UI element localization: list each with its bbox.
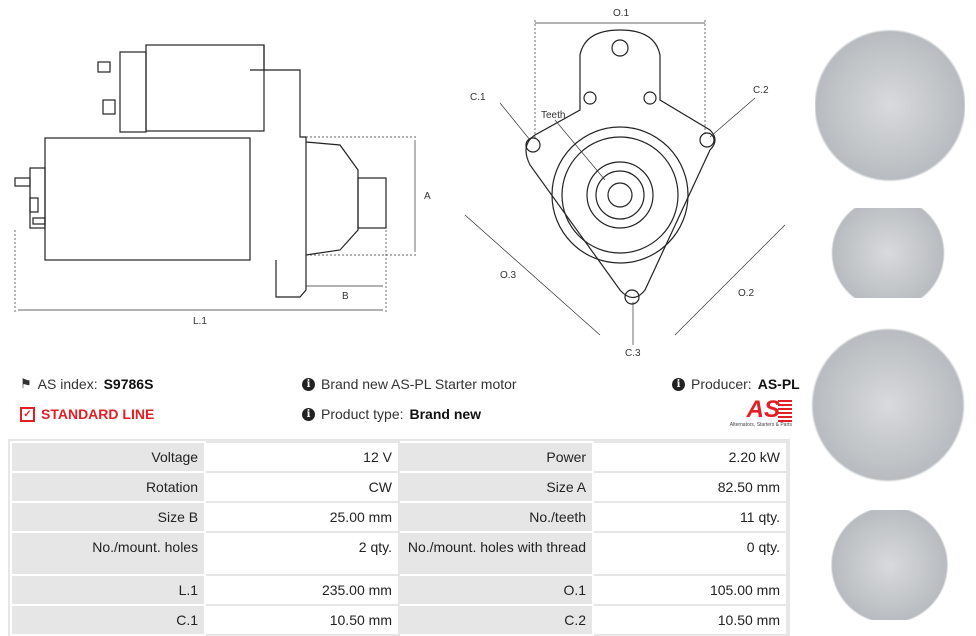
producer-label: Producer: (691, 376, 752, 392)
spec-label: Size B (9, 501, 207, 533)
spec-value: 2 qty. (204, 531, 400, 576)
spec-value: CW (204, 471, 400, 503)
product-photo-rear[interactable] (808, 310, 968, 500)
logo-mark: AS (700, 398, 792, 422)
front-view-diagram: O.1 C.1 C.2 Teeth O.3 O.2 C.3 (464, 8, 786, 359)
spec-label: No./mount. holes with thread (397, 531, 595, 576)
spec-label: Power (397, 441, 595, 473)
spec-value: 10.50 mm (204, 604, 400, 636)
spec-label: C.2 (397, 604, 595, 636)
as-index-label: AS index: (37, 376, 98, 392)
side-view-diagram: A B L.1 (14, 44, 431, 327)
description: i Brand new AS-PL Starter motor (302, 376, 517, 392)
product-photo-side-2[interactable] (812, 510, 967, 620)
spec-value: 11 qty. (592, 501, 788, 533)
spec-value: 0 qty. (592, 531, 788, 576)
spec-label: L.1 (9, 574, 207, 606)
producer: i Producer: AS-PL (672, 376, 800, 392)
dim-label-c1: C.1 (470, 92, 486, 103)
info-icon: i (302, 407, 315, 421)
as-index-value: S9786S (103, 376, 154, 392)
dim-label-b: B (342, 291, 349, 302)
spec-label: No./mount. holes (9, 531, 207, 576)
spec-value: 25.00 mm (204, 501, 400, 533)
dim-label-teeth: Teeth (541, 110, 565, 121)
spec-label: Size A (397, 471, 595, 503)
product-photo-side[interactable] (808, 208, 968, 298)
description-text: Brand new AS-PL Starter motor (321, 376, 517, 392)
dim-label-l1: L.1 (193, 316, 207, 327)
spec-value: 12 V (204, 441, 400, 473)
checkbox-icon: ✓ (20, 406, 35, 422)
standard-line-label: STANDARD LINE (41, 406, 155, 422)
as-pl-logo: AS Alternators, Starters & Parts (700, 398, 792, 428)
spec-value: 235.00 mm (204, 574, 400, 606)
spec-value: 82.50 mm (592, 471, 788, 503)
spec-label: O.1 (397, 574, 595, 606)
dim-label-c2: C.2 (753, 85, 769, 96)
spec-value: 105.00 mm (592, 574, 788, 606)
standard-line-badge: ✓ STANDARD LINE (20, 406, 154, 422)
product-type: i Product type: Brand new (302, 406, 481, 422)
logo-tagline: Alternators, Starters & Parts (729, 422, 792, 428)
as-index: ⚑ AS index: S9786S (20, 376, 153, 392)
product-photo-front[interactable] (815, 8, 965, 203)
spec-value: 10.50 mm (592, 604, 788, 636)
dim-label-o3: O.3 (500, 270, 517, 281)
info-icon: i (672, 377, 685, 391)
dim-label-o1: O.1 (613, 8, 630, 19)
producer-value: AS-PL (757, 376, 800, 392)
tag-icon: ⚑ (20, 376, 32, 391)
dim-label-c3: C.3 (625, 348, 641, 359)
product-type-value: Brand new (409, 406, 482, 422)
spec-value: 2.20 kW (592, 441, 788, 473)
spec-label: No./teeth (397, 501, 595, 533)
info-icon: i (302, 377, 315, 391)
spec-label: Rotation (9, 471, 207, 503)
dim-label-o2: O.2 (738, 288, 755, 299)
product-type-label: Product type: (321, 406, 404, 422)
spec-label: Voltage (9, 441, 207, 473)
dim-label-a: A (424, 191, 431, 202)
spec-label: C.1 (9, 604, 207, 636)
